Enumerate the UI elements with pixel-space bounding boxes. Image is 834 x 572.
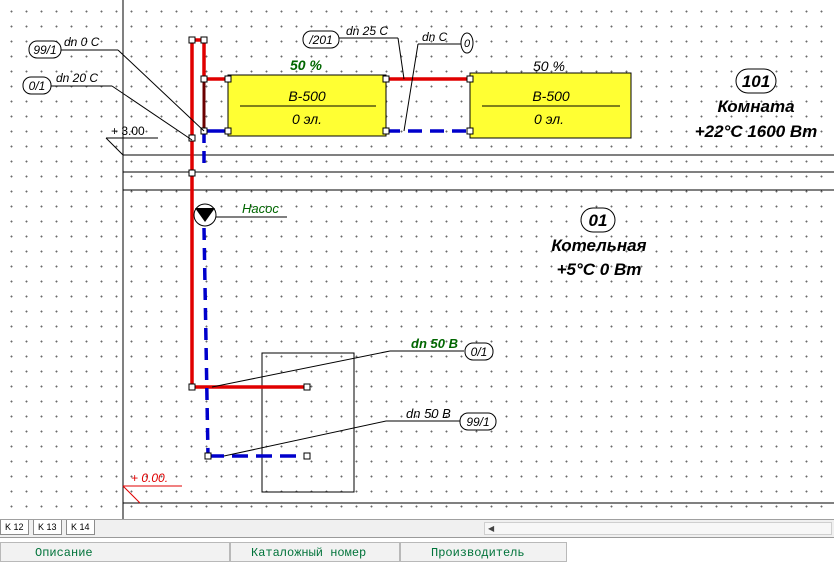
svg-text:0: 0 <box>464 38 471 50</box>
sheet-tab-k13[interactable]: K 13 <box>33 520 62 535</box>
radiator-right-count: 0 эл. <box>534 111 564 127</box>
svg-text:99/1: 99/1 <box>466 415 489 429</box>
return-pipes[interactable] <box>202 129 470 458</box>
callout-99-1[interactable]: 99/1 dn 0 C <box>28 35 205 132</box>
sheet-tab-k14[interactable]: K 14 <box>66 520 95 535</box>
callout-0-1-top[interactable]: 0/1 dn 20 C <box>22 71 193 141</box>
boiler-box[interactable] <box>261 352 355 493</box>
drawing-canvas[interactable]: + 3.00 + 0.00. B-500 0 эл. B-500 0 эл. <box>0 0 834 519</box>
radiator-left[interactable]: B-500 0 эл. <box>227 74 387 137</box>
level-label-bottom: + 0.00. <box>131 471 168 485</box>
valve-right-percent: 50 % <box>533 58 565 74</box>
level-mark-bottom: + 0.00. <box>122 471 182 504</box>
pump-label: Насос <box>242 201 279 216</box>
callout-201[interactable]: /201 dn 25 C <box>302 24 405 80</box>
svg-text:99/1: 99/1 <box>33 43 56 57</box>
svg-text:0/1: 0/1 <box>29 79 46 93</box>
sheet-tab-k12[interactable]: K 12 <box>0 520 29 535</box>
dnc-label: dn C <box>422 30 448 44</box>
svg-text:Комната: Комната <box>717 97 794 116</box>
dn20c-label: dn 20 C <box>56 71 98 85</box>
radiator-right-model: B-500 <box>532 88 570 104</box>
svg-text:/201: /201 <box>308 33 332 47</box>
radiator-left-count: 0 эл. <box>292 111 322 127</box>
node-handles[interactable] <box>188 36 474 460</box>
dn25c-label: dn 25 C <box>346 24 388 38</box>
callout-dn50b-return[interactable]: dn 50 B 99/1 <box>223 406 497 457</box>
dn0c-label: dn 0 C <box>64 35 100 49</box>
heating-schema[interactable]: + 3.00 + 0.00. B-500 0 эл. B-500 0 эл. <box>0 0 834 519</box>
room-label[interactable]: 101 Комната +22°C 1600 Вт <box>695 68 818 141</box>
horizontal-scrollbar[interactable]: ◀ <box>484 522 832 535</box>
level-label-top: + 3.00 <box>111 124 145 138</box>
column-catalog-number[interactable]: Каталожный номер <box>230 542 400 562</box>
svg-text:dn 50 B: dn 50 B <box>411 336 458 351</box>
sheet-tabs-bar: K 12 K 13 K 14 ◀ <box>0 519 834 537</box>
radiator-left-model: B-500 <box>288 88 326 104</box>
scroll-left-arrow-icon[interactable]: ◀ <box>488 524 495 533</box>
valve-left-percent: 50 % <box>290 57 322 73</box>
svg-text:dn 50 B: dn 50 B <box>406 406 451 421</box>
properties-table-header: Описание Каталожный номер Производитель <box>0 537 834 572</box>
column-manufacturer[interactable]: Производитель <box>400 542 567 562</box>
level-mark-top: + 3.00 <box>105 124 158 156</box>
callout-dn-c[interactable]: dn C 0 <box>403 30 474 132</box>
callout-dn50b-supply[interactable]: dn 50 B 0/1 <box>211 336 494 388</box>
column-description[interactable]: Описание <box>0 542 230 562</box>
boiler-room-label[interactable]: 01 Котельная +5°C 0 Вт <box>551 207 647 279</box>
svg-text:01: 01 <box>589 211 608 230</box>
svg-text:0/1: 0/1 <box>471 345 488 359</box>
svg-text:Котельная: Котельная <box>551 236 646 255</box>
radiator-right[interactable]: B-500 0 эл. <box>469 72 632 139</box>
pump-icon[interactable] <box>193 203 287 227</box>
svg-text:+22°C 1600 Вт: +22°C 1600 Вт <box>695 122 818 141</box>
svg-text:+5°C 0 Вт: +5°C 0 Вт <box>557 260 642 279</box>
svg-text:101: 101 <box>742 72 770 91</box>
